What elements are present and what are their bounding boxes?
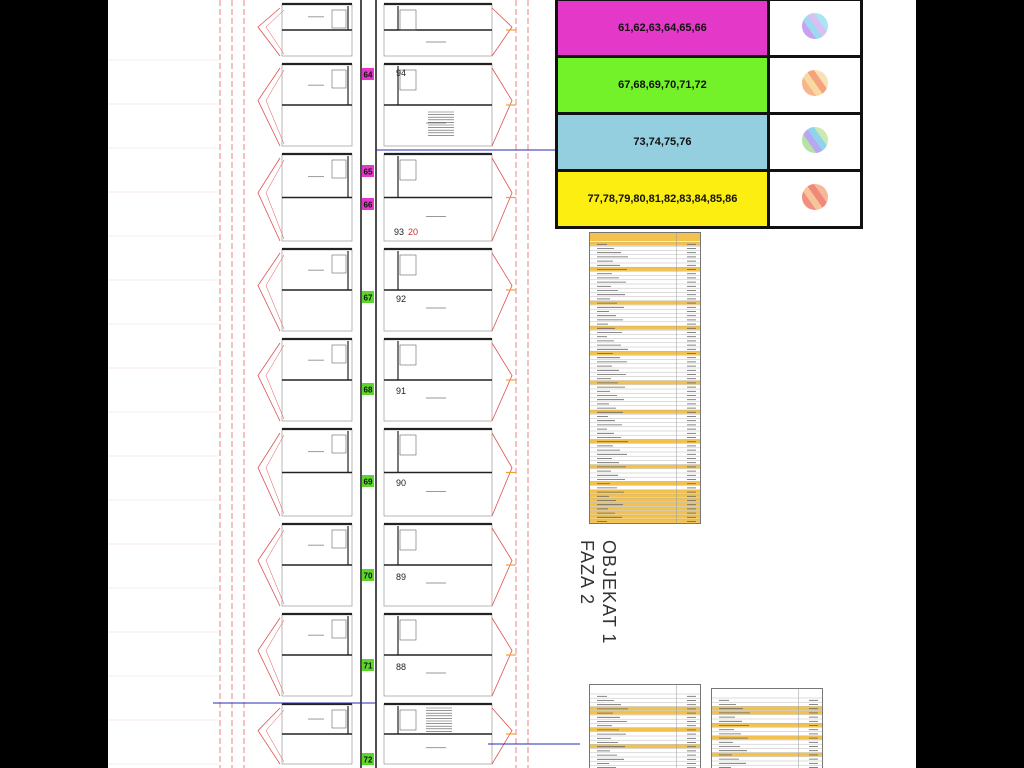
stair-label: 20 <box>408 227 418 237</box>
unit-marker <box>362 68 374 80</box>
legend-swatch-cell <box>766 0 864 58</box>
unit-marker <box>362 383 374 395</box>
floor-plan: 94 93 92 91 90 89 88 20 64 65 66 67 68 69 70 71… <box>108 0 580 768</box>
unit-marker <box>362 165 374 177</box>
drawing-sheet: 94 93 92 91 90 89 88 20 64 65 66 67 68 69 70 71… <box>108 0 916 768</box>
legend-units-label: 61,62,63,64,65,66 <box>555 0 770 58</box>
unit-marker-label: 69 <box>364 478 373 487</box>
unit-label-92: 92 <box>396 294 406 304</box>
unit-marker <box>362 475 374 487</box>
unit-marker-label: 72 <box>364 756 373 765</box>
unit-marker <box>362 198 374 210</box>
striped-circle-icon <box>796 64 834 101</box>
unit-label-90: 90 <box>396 478 406 488</box>
unit-marker-label: 64 <box>364 71 373 80</box>
legend-row: 61,62,63,64,65,66 <box>555 0 864 58</box>
unit-marker <box>362 291 374 303</box>
legend-swatch-cell <box>766 112 864 172</box>
unit-marker <box>362 659 374 671</box>
unit-marker-label: 66 <box>364 201 373 210</box>
unit-label-94: 94 <box>396 68 406 78</box>
legend-row: 77,78,79,80,81,82,83,84,85,86 <box>555 169 864 229</box>
building-label: OBJEKAT 1 FAZA 2 <box>576 540 620 644</box>
unit-label-89: 89 <box>396 572 406 582</box>
legend-row: 67,68,69,70,71,72 <box>555 55 864 115</box>
unit-marker <box>362 569 374 581</box>
striped-circle-icon <box>796 121 834 158</box>
schedule-table-lower-right <box>711 688 823 768</box>
unit-label-93: 93 <box>394 227 404 237</box>
unit-color-markers: 64 65 66 67 68 69 70 71 72 <box>362 68 374 765</box>
striped-circle-icon <box>796 7 834 44</box>
building-label-line1: OBJEKAT 1 <box>599 540 619 645</box>
unit-label-88: 88 <box>396 662 406 672</box>
legend-units-label: 67,68,69,70,71,72 <box>555 55 770 115</box>
schedule-table-upper <box>589 232 701 524</box>
unit-marker-label: 65 <box>364 168 373 177</box>
unit-marker <box>362 753 374 765</box>
legend-swatch-cell <box>766 55 864 115</box>
unit-marker-label: 68 <box>364 386 373 395</box>
unit-marker-label: 71 <box>364 662 373 671</box>
unit-marker-label: 67 <box>364 294 373 303</box>
schedule-table-lower-left <box>589 684 701 768</box>
plan-linework <box>108 0 580 768</box>
right-unit-labels: 94 93 92 91 90 89 88 20 <box>394 68 418 672</box>
building-label-line2: FAZA 2 <box>577 540 597 606</box>
unit-label-91: 91 <box>396 386 406 396</box>
unit-marker-label: 70 <box>364 572 373 581</box>
legend-swatch-cell <box>766 169 864 229</box>
legend-units-label: 77,78,79,80,81,82,83,84,85,86 <box>555 169 770 229</box>
striped-circle-icon <box>796 178 834 215</box>
legend-units-label: 73,74,75,76 <box>555 112 770 172</box>
legend-row: 73,74,75,76 <box>555 112 864 172</box>
